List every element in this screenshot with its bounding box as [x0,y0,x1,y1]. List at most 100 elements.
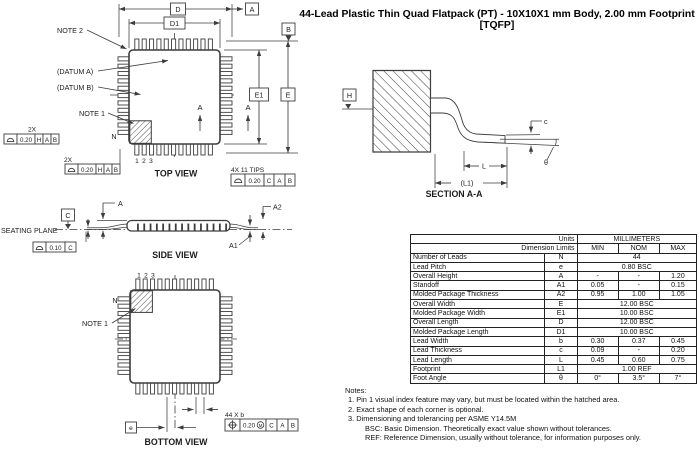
seating-plane-label: SEATING PLANE [1,226,58,235]
lead [157,278,163,291]
top-view-leads [117,38,233,156]
note2-label: NOTE 2 [57,26,83,35]
lead [149,143,155,156]
dimension-name-cell: Foot Angle [409,373,546,384]
dim-c: c [505,117,548,154]
lead [156,38,162,51]
lead [117,311,131,317]
datum-c-flag: C [65,211,70,220]
section-a-label-right: A [245,103,251,112]
dimension-name-cell: Footprint [409,364,546,375]
lead [150,278,156,291]
lead [219,100,233,106]
lead [186,382,192,395]
note-item: 1. Pin 1 visual index feature may vary, … [348,395,620,405]
note-item: 2. Exact shape of each corner is optiona… [348,404,484,414]
min-cell: 0.09 [576,345,619,356]
lead [117,318,131,324]
min-cell: 0.95 [576,289,619,301]
symbol-cell: L1 [544,364,578,375]
dim-d: D A [118,2,259,37]
dim-d-label: D [175,5,180,14]
symbol-cell: E [544,299,578,310]
lead [141,143,147,156]
lead [117,85,130,91]
dim-a-label: A [118,199,123,208]
lead [193,38,199,51]
lead [219,63,233,69]
dim-a2: A2 [260,203,282,240]
value-cell: 1.00 REF [576,364,698,375]
dim-l: L [463,147,508,188]
lead [149,223,152,231]
dimension-name-cell: Lead Width [409,336,546,347]
lead [219,333,233,339]
lead [218,223,221,231]
symbol-cell: L [544,354,578,366]
lead [172,278,178,291]
lead [194,278,200,291]
dimension-name-cell: Number of Leads [409,252,546,263]
max-cell: 1.05 [658,289,698,301]
lead [219,107,233,113]
tips-label: 4X 11 TIPS [231,167,265,174]
top-view-callouts: NOTE 2 (DATUM A) (DATUM B) NOTE 1 N 1 2 … [57,26,169,165]
datum-a-flag: A [250,5,255,14]
dimension-name-cell: Molded Package Thickness [409,289,546,301]
tolerance-value: 0.10 [49,245,62,252]
symbol-cell: E1 [544,308,578,319]
lead [200,223,202,231]
lead [186,278,192,291]
lead [219,369,233,375]
lead [117,340,131,346]
pin-number-3: 3 [149,158,153,165]
lead [212,223,215,231]
nom-cell: - [617,345,660,356]
lead [137,223,139,231]
units-header-cell: Units [410,233,578,245]
lead [219,78,233,84]
dimension-name-cell: Standoff [409,280,546,291]
note1-label: NOTE 1 [79,109,105,118]
lead [185,38,191,51]
symbol-cell: A [544,271,578,282]
dim-theta: θ [484,138,560,167]
dim-theta-label: θ [544,158,548,167]
value-cell: 0.80 BSC [576,261,698,273]
table-header-row: Dimension Limits MIN NOM MAX [410,243,698,254]
lead [171,38,177,51]
lead [117,107,130,113]
lead [201,382,207,395]
dim-a: A [85,199,127,239]
lead [219,362,233,368]
symbol-cell: D1 [544,326,578,338]
molded-body-hatch [372,69,432,153]
section-body [372,69,506,153]
lead [219,318,233,324]
datum-c: C [61,208,75,229]
lead [172,382,178,395]
lead [141,38,147,51]
nom-cell: - [617,271,660,282]
note-item: 3. Dimensioning and tolerancing per ASME… [348,414,517,424]
lead [219,56,233,62]
datum-ref: A [277,178,282,185]
tolerance-frame-1: 2X 0.20 H A B [3,127,60,145]
datum-ref: B [53,137,57,144]
lead [225,223,228,231]
dim-e-pitch: e [125,397,196,434]
lead [219,122,233,128]
lead [142,278,148,291]
side-view-drawing: C SEATING PLANE 0.10 C A A2 [1,199,292,260]
lead [219,93,233,99]
nom-cell: 1.00 [617,289,660,301]
datum-b-callout: (DATUM B) [57,83,94,92]
lead [117,122,130,128]
lead [219,85,233,91]
symbol-cell: D [544,317,578,328]
